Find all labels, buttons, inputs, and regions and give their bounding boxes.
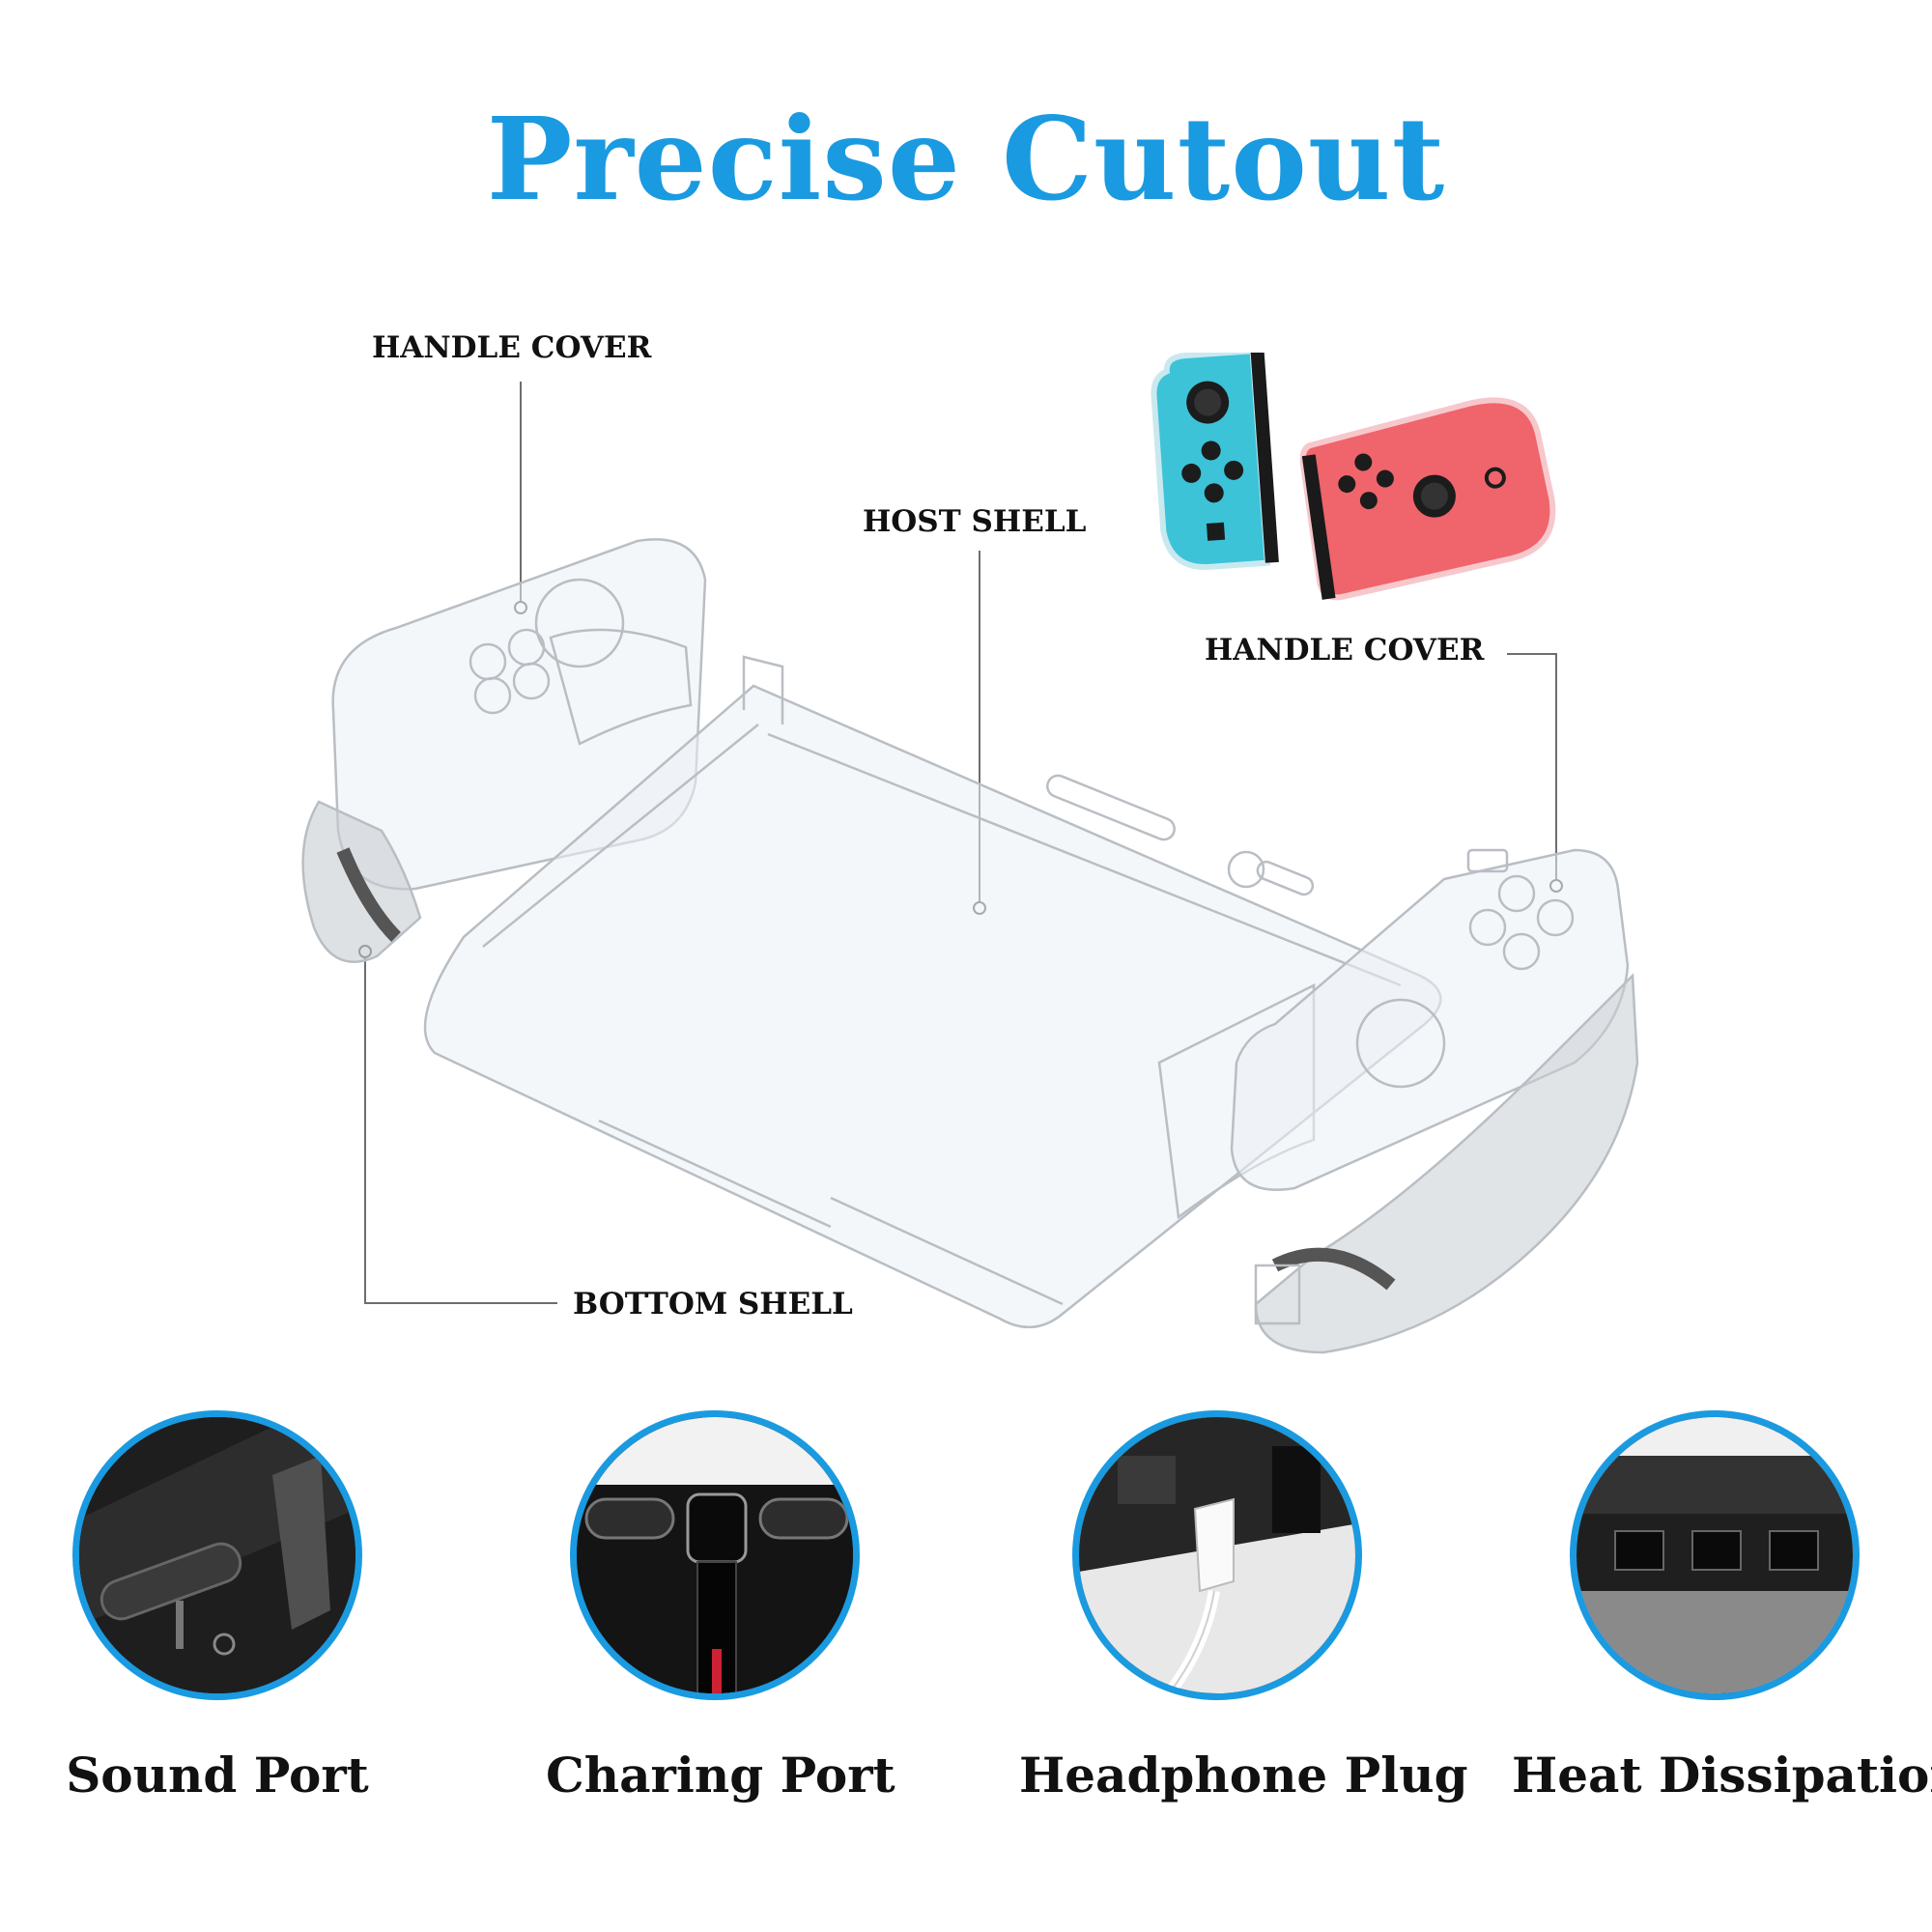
feature-label-sound-port: Sound Port xyxy=(66,1747,369,1804)
heat-vent-closeup xyxy=(1570,1410,1860,1700)
leader-line xyxy=(1507,653,1557,655)
feature-label-charging-port: Charing Port xyxy=(546,1747,895,1804)
leader-line xyxy=(364,958,366,1304)
left-joycon xyxy=(1151,353,1279,570)
callout-host-shell: HOST SHELL xyxy=(863,504,1087,539)
leader-line xyxy=(520,382,522,604)
joycon-covers-photo xyxy=(1151,353,1556,601)
headphone-plug-closeup xyxy=(1072,1410,1362,1700)
callout-handle-cover-left: HANDLE COVER xyxy=(372,330,652,365)
callout-handle-cover-right: HANDLE COVER xyxy=(1205,633,1485,668)
leader-line xyxy=(364,1302,557,1304)
callout-bottom-shell: BOTTOM SHELL xyxy=(573,1287,853,1321)
feature-label-headphone-plug: Headphone Plug xyxy=(1019,1747,1468,1804)
clear-case-illustration xyxy=(301,538,1639,1354)
sound-port-closeup xyxy=(72,1410,362,1700)
page-title: Precise Cutout xyxy=(486,92,1446,226)
leader-line xyxy=(979,551,980,903)
charging-port-closeup xyxy=(570,1410,860,1700)
feature-label-heat-dissipation: Heat Dissipation xyxy=(1512,1747,1932,1804)
leader-line xyxy=(1555,653,1557,880)
right-joycon xyxy=(1299,397,1556,601)
